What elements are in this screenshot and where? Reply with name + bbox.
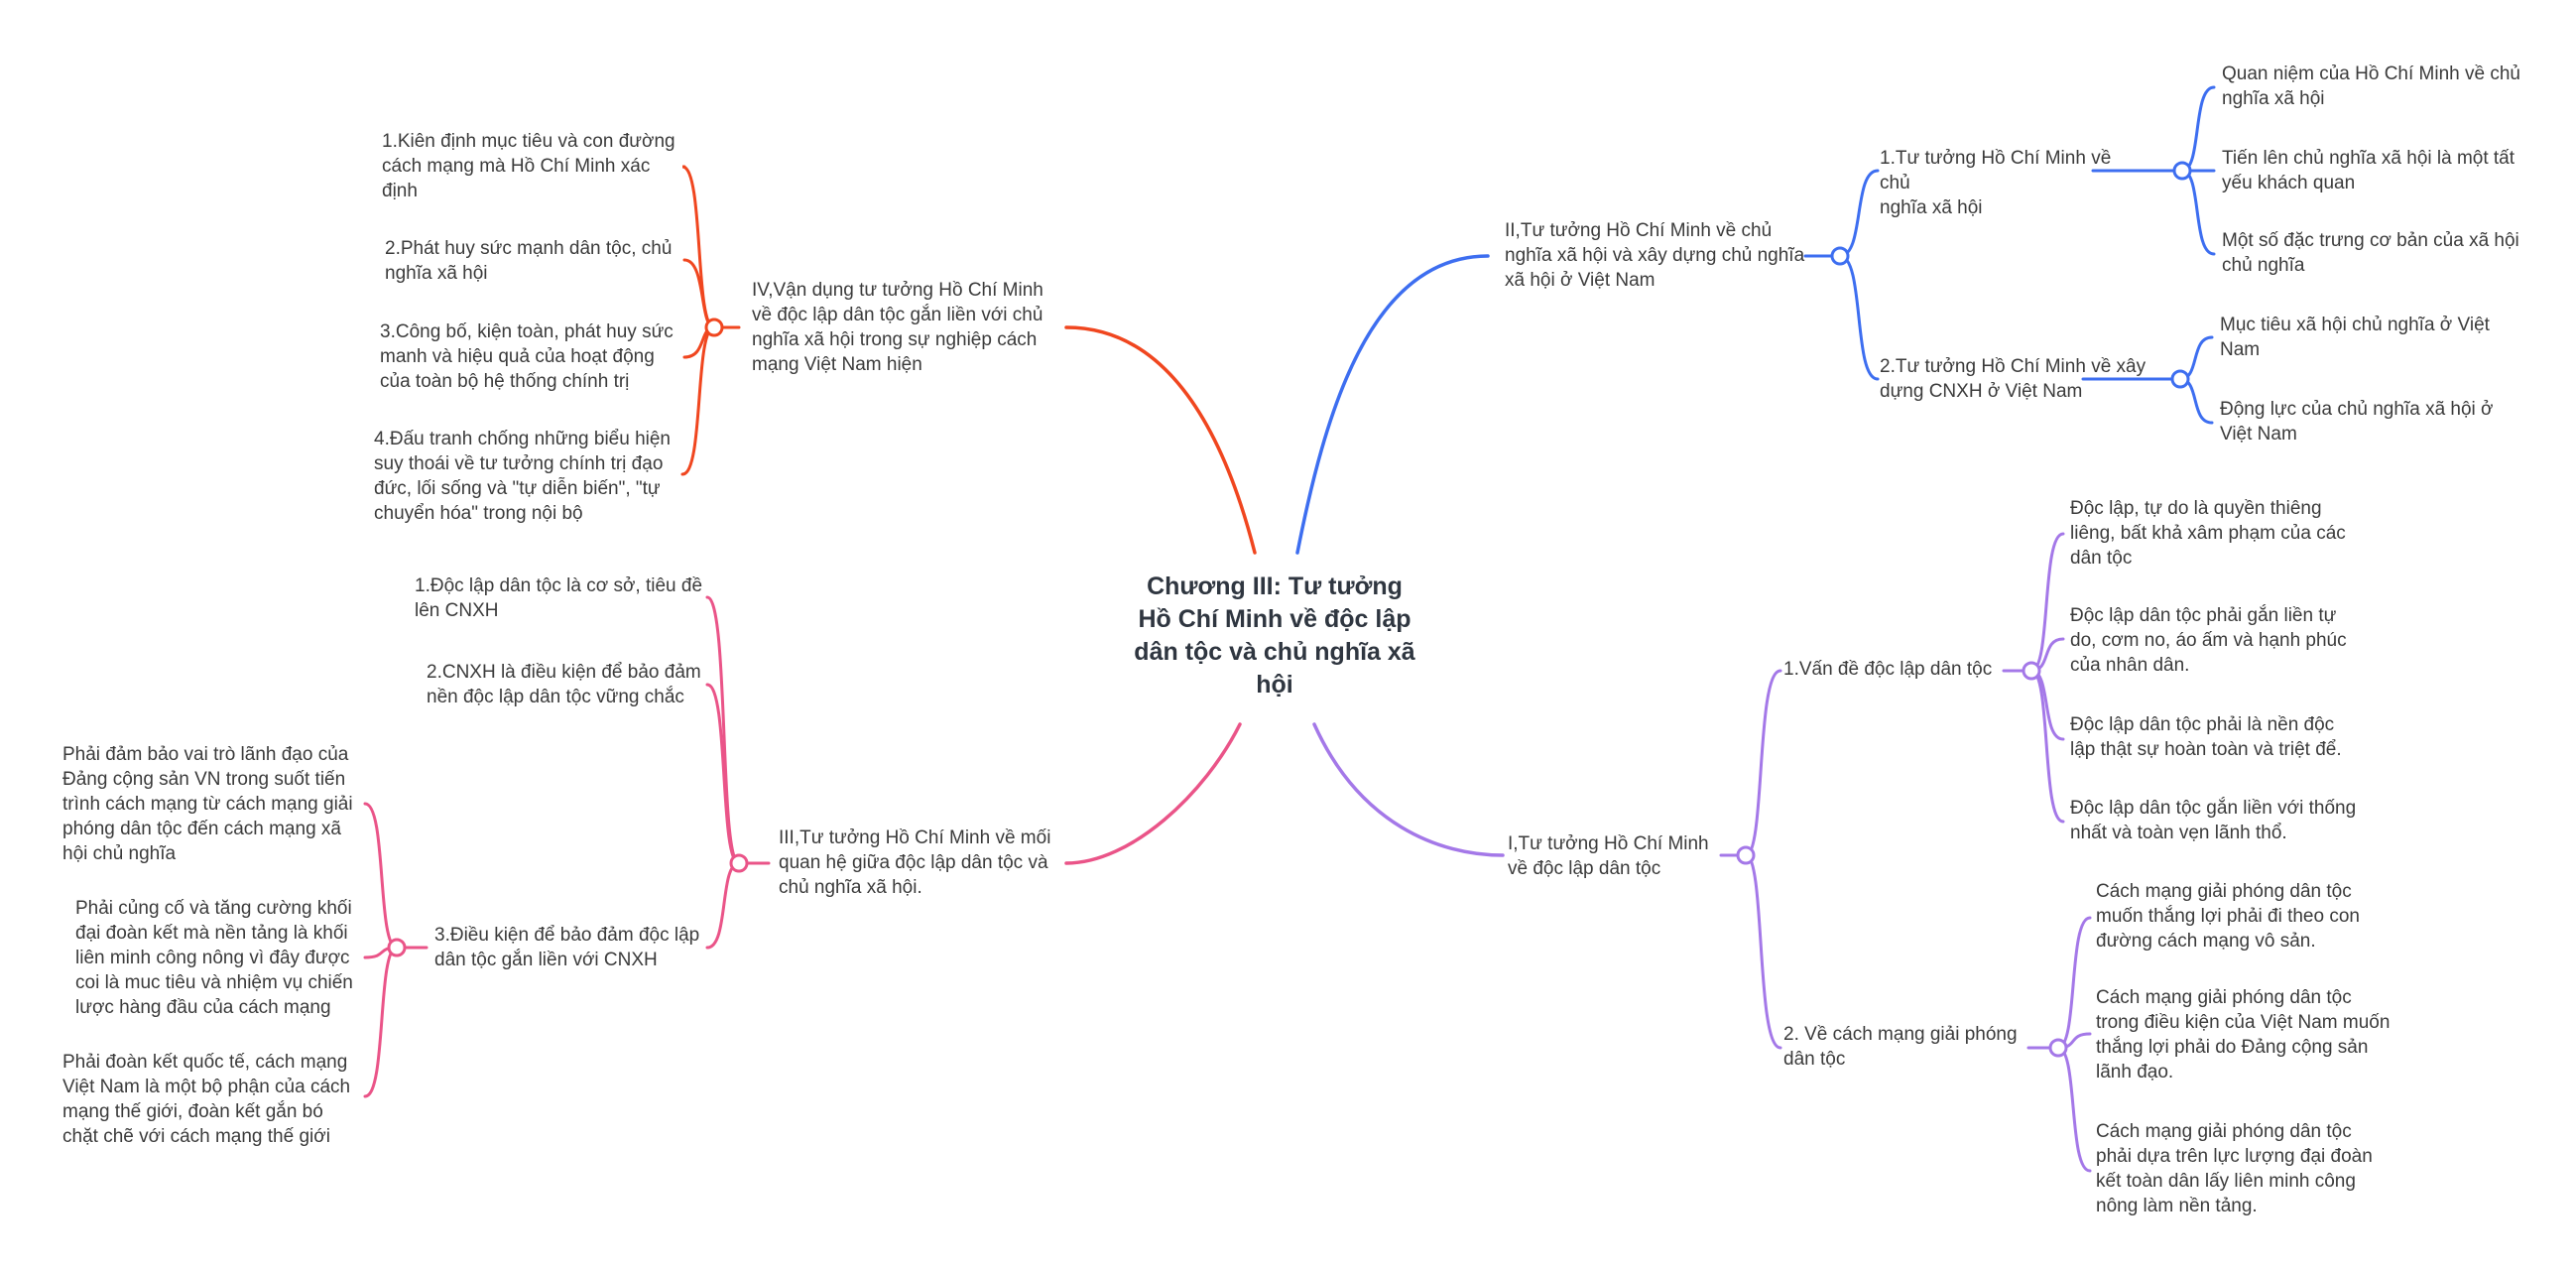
- root-topic[interactable]: Chương III: Tư tưởng Hồ Chí Minh về độc …: [1134, 572, 1415, 699]
- b4-item-4[interactable]: 4.Đấu tranh chống những biểu hiện suy th…: [374, 429, 671, 524]
- b3-sub-3-item-2[interactable]: Phải củng cố và tăng cường khối đại đoàn…: [75, 898, 353, 1018]
- b4-item-1[interactable]: 1.Kiên định mục tiêu và con đường cách m…: [382, 131, 675, 201]
- b1-sub-1-item-3[interactable]: Độc lập dân tộc phải là nền độc lập thật…: [2070, 714, 2342, 760]
- b1-c1-junction[interactable]: [2022, 661, 2041, 681]
- b1-sub-1-item-2[interactable]: Độc lập dân tộc phải gắn liền tự do, cơm…: [2070, 605, 2347, 676]
- connector-root-b1: [1312, 722, 1505, 857]
- b2-sub-2-item-2[interactable]: Động lực của chủ nghĩa xã hội ở Việt Nam: [2220, 399, 2494, 445]
- b2-c1-junction[interactable]: [2172, 161, 2192, 181]
- b1-c2-junction[interactable]: [2048, 1038, 2068, 1058]
- b1-sub-2[interactable]: 2. Về cách mạng giải phóng dân tộc: [1783, 1024, 2018, 1070]
- b4-topic[interactable]: IV,Vận dụng tư tưởng Hồ Chí Minh về độc …: [752, 280, 1043, 375]
- b1-sub-2-item-1[interactable]: Cách mạng giải phóng dân tộc muốn thắng …: [2096, 881, 2360, 952]
- b1-junction[interactable]: [1736, 845, 1756, 865]
- b2-sub-2-item-1[interactable]: Mục tiêu xã hội chủ nghĩa ở Việt Nam: [2220, 315, 2490, 360]
- connector-root-b4: [1064, 325, 1257, 555]
- connector-root-b2: [1295, 254, 1490, 555]
- b2-sub-1-item-3[interactable]: Một số đặc trưng cơ bản của xã hội chủ n…: [2222, 230, 2519, 276]
- b3-c3-junction[interactable]: [387, 938, 407, 957]
- b2-c2-junction[interactable]: [2170, 369, 2190, 389]
- b1-sub-2-item-3[interactable]: Cách mạng giải phóng dân tộc phải dựa tr…: [2096, 1121, 2373, 1216]
- b3-sub-1[interactable]: 1.Độc lập dân tộc là cơ sở, tiêu đề lên …: [415, 575, 703, 621]
- b3-sub-3-item-3[interactable]: Phải đoàn kết quốc tế, cách mạng Việt Na…: [62, 1052, 351, 1147]
- connector-root-b3: [1064, 722, 1242, 865]
- b1-sub-2-item-2[interactable]: Cách mạng giải phóng dân tộc trong điều …: [2096, 987, 2391, 1082]
- b2-topic[interactable]: II,Tư tưởng Hồ Chí Minh về chủ nghĩa xã …: [1505, 220, 1805, 291]
- b4-item-3[interactable]: 3.Công bố, kiện toàn, phát huy sức manh …: [380, 321, 674, 392]
- b1-sub-1-item-1[interactable]: Độc lập, tự do là quyền thiêng liêng, bấ…: [2070, 498, 2346, 569]
- b2-junction[interactable]: [1830, 246, 1850, 266]
- b2-sub-1-item-2[interactable]: Tiến lên chủ nghĩa xã hội là một tất yếu…: [2222, 148, 2515, 193]
- b2-sub-2[interactable]: 2.Tư tưởng Hồ Chí Minh về xây dựng CNXH …: [1880, 356, 2147, 402]
- b1-sub-1-item-4[interactable]: Độc lập dân tộc gắn liền với thống nhất …: [2070, 798, 2357, 843]
- b2-sub-1-item-1[interactable]: Quan niệm của Hồ Chí Minh về chủ nghĩa x…: [2222, 64, 2520, 109]
- b3-topic[interactable]: III,Tư tưởng Hồ Chí Minh về mối quan hệ …: [779, 827, 1051, 898]
- b3-sub-3[interactable]: 3.Điều kiện để bảo đảm độc lập dân tộc g…: [434, 925, 700, 970]
- b4-item-2[interactable]: 2.Phát huy sức mạnh dân tộc, chủ nghĩa x…: [385, 238, 673, 284]
- b4-junction[interactable]: [704, 318, 724, 337]
- b2-sub-1[interactable]: 1.Tư tưởng Hồ Chí Minh về chủ nghĩa xã h…: [1880, 148, 2112, 218]
- b3-sub-3-item-1[interactable]: Phải đảm bảo vai trò lãnh đạo của Đảng c…: [62, 744, 353, 864]
- b1-topic[interactable]: I,Tư tưởng Hồ Chí Minh về độc lập dân tộ…: [1508, 833, 1709, 879]
- b1-sub-1[interactable]: 1.Vấn đề độc lập dân tộc: [1783, 659, 1993, 680]
- b3-sub-2[interactable]: 2.CNXH là điều kiện để bảo đảm nền độc l…: [427, 662, 701, 707]
- b3-junction[interactable]: [729, 853, 749, 873]
